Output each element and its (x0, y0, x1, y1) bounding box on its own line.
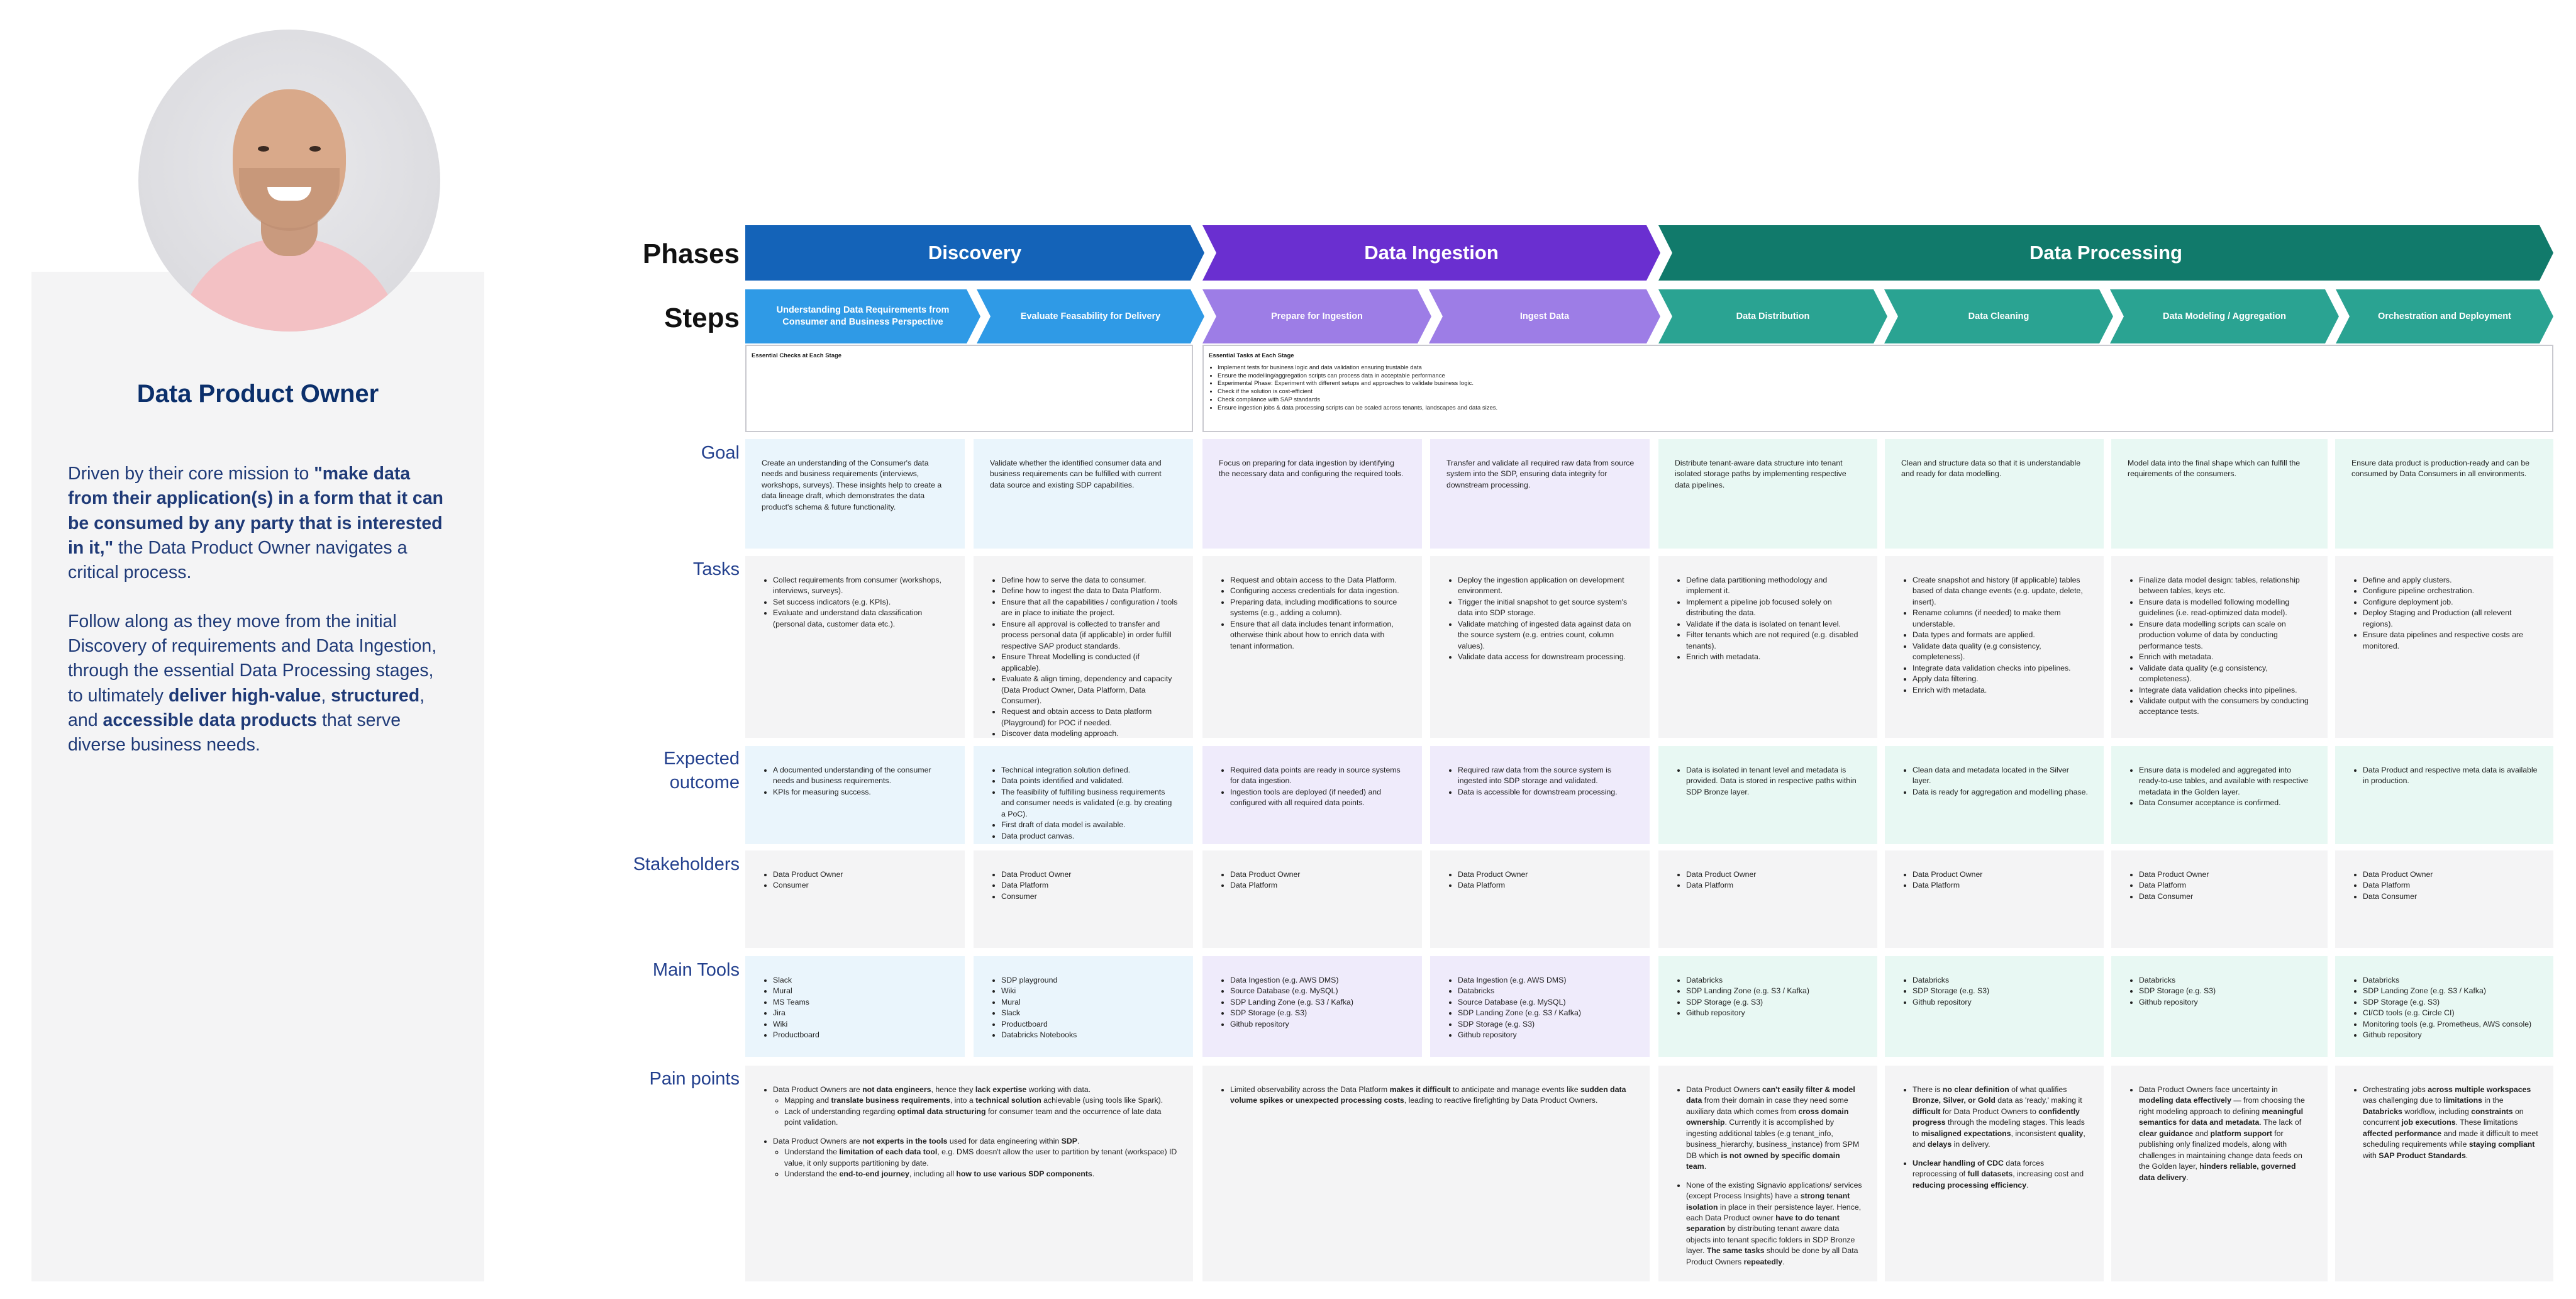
phase-data-ingestion: Data Ingestion (1202, 225, 1660, 281)
goal-cell: Ensure data product is production-ready … (2335, 439, 2553, 549)
essential-tasks-list: Implement tests for business logic and d… (1209, 364, 2547, 413)
label-pain-points: Pain points (649, 1069, 740, 1089)
step-evaluate-feasibility: Evaluate Feasability for Delivery (977, 289, 1204, 343)
outcome-cell: Data Product and respective meta data is… (2335, 746, 2553, 844)
avatar-smile (267, 187, 311, 201)
tools-cell: DatabricksSDP Storage (e.g. S3)Github re… (1885, 956, 2104, 1057)
step-data-cleaning: Data Cleaning (1884, 289, 2113, 343)
stakeholders-cell: Data Product OwnerData PlatformData Cons… (2335, 850, 2553, 948)
phase-data-processing: Data Processing (1658, 225, 2553, 281)
tasks-cell: Define and apply clusters.Configure pipe… (2335, 556, 2553, 738)
persona-card: Data Product Owner Driven by their core … (31, 30, 484, 1281)
avatar-eye-right (309, 146, 321, 152)
tools-cell: Data Ingestion (e.g. AWS DMS)DatabricksS… (1430, 956, 1650, 1057)
stakeholders-cell: Data Product OwnerData PlatformConsumer (974, 850, 1193, 948)
label-steps: Steps (664, 303, 740, 333)
tools-cell: SDP playgroundWikiMuralSlackProductboard… (974, 956, 1193, 1057)
tasks-cell: Define how to serve the data to consumer… (974, 556, 1193, 738)
essential-tasks-box: Essential Tasks at Each Stage Implement … (1202, 345, 2553, 432)
stakeholders-cell: Data Product OwnerData Platform (1430, 850, 1650, 948)
persona-avatar (138, 30, 440, 332)
label-tasks: Tasks (692, 559, 740, 579)
step-data-modeling: Data Modeling / Aggregation (2110, 289, 2339, 343)
goal-cell: Model data into the final shape which ca… (2111, 439, 2328, 549)
step-ingest-data: Ingest Data (1429, 289, 1660, 343)
outcome-cell: Technical integration solution defined.D… (974, 746, 1193, 844)
goal-cell: Create an understanding of the Consumer'… (745, 439, 965, 549)
pain-cell-distribution: Data Product Owners can't easily filter … (1658, 1066, 1877, 1281)
tasks-cell: Define data partitioning methodology and… (1658, 556, 1877, 738)
stakeholders-cell: Data Product OwnerData Platform (1202, 850, 1422, 948)
goal-cell: Clean and structure data so that it is u… (1885, 439, 2104, 549)
step-data-distribution: Data Distribution (1658, 289, 1887, 343)
label-goal: Goal (701, 443, 740, 463)
avatar-eye-left (258, 146, 269, 152)
persona-paragraph-2: Follow along as they move from the initi… (68, 611, 437, 755)
tasks-cell: Create snapshot and history (if applicab… (1885, 556, 2104, 738)
tools-cell: SlackMuralMS TeamsJiraWikiProductboard (745, 956, 965, 1057)
pain-cell-discovery: Data Product Owners are not data enginee… (745, 1066, 1193, 1281)
persona-description: Driven by their core mission to "make da… (68, 462, 452, 782)
stakeholders-cell: Data Product OwnerConsumer (745, 850, 965, 948)
label-main-tools: Main Tools (652, 960, 740, 980)
outcome-cell: Required raw data from the source system… (1430, 746, 1650, 844)
stakeholders-cell: Data Product OwnerData Platform (1885, 850, 2104, 948)
outcome-cell: Data is isolated in tenant level and met… (1658, 746, 1877, 844)
goal-cell: Focus on preparing for data ingestion by… (1202, 439, 1422, 549)
outcome-cell: Clean data and metadata located in the S… (1885, 746, 2104, 844)
step-orchestration: Orchestration and Deployment (2336, 289, 2553, 343)
tasks-cell: Finalize data model design: tables, rela… (2111, 556, 2328, 738)
persona-title: Data Product Owner (136, 380, 379, 408)
step-prepare-ingestion: Prepare for Ingestion (1202, 289, 1431, 343)
outcome-cell: Ensure data is modeled and aggregated in… (2111, 746, 2328, 844)
stakeholders-cell: Data Product OwnerData Platform (1658, 850, 1877, 948)
label-stakeholders: Stakeholders (633, 854, 740, 874)
outcome-cell: A documented understanding of the consum… (745, 746, 965, 844)
goal-cell: Transfer and validate all required raw d… (1430, 439, 1650, 549)
pain-cell-modeling: Data Product Owners face uncertainty in … (2111, 1066, 2328, 1281)
tasks-cell: Collect requirements from consumer (work… (745, 556, 965, 738)
essential-checks-box: Essential Checks at Each Stage (745, 345, 1193, 432)
tools-cell: DatabricksSDP Landing Zone (e.g. S3 / Ka… (1658, 956, 1877, 1057)
outcome-cell: Required data points are ready in source… (1202, 746, 1422, 844)
phase-discovery: Discovery (745, 225, 1204, 281)
tasks-cell: Deploy the ingestion application on deve… (1430, 556, 1650, 738)
tools-cell: Data Ingestion (e.g. AWS DMS)Source Data… (1202, 956, 1422, 1057)
goal-cell: Distribute tenant-aware data structure i… (1658, 439, 1877, 549)
tools-cell: DatabricksSDP Landing Zone (e.g. S3 / Ka… (2335, 956, 2553, 1057)
persona-paragraph-1: Driven by their core mission to "make da… (68, 464, 443, 583)
pain-cell-cleaning: There is no clear definition of what qua… (1885, 1066, 2104, 1281)
tools-cell: DatabricksSDP Storage (e.g. S3)Github re… (2111, 956, 2328, 1057)
step-understanding-requirements: Understanding Data Requirements from Con… (745, 289, 980, 343)
label-phases: Phases (642, 238, 740, 269)
stakeholders-cell: Data Product OwnerData PlatformData Cons… (2111, 850, 2328, 948)
tasks-cell: Request and obtain access to the Data Pl… (1202, 556, 1422, 738)
pain-cell-ingestion: Limited observability across the Data Pl… (1202, 1066, 1650, 1281)
goal-cell: Validate whether the identified consumer… (974, 439, 1193, 549)
pain-cell-orchestration: Orchestrating jobs across multiple works… (2335, 1066, 2553, 1281)
